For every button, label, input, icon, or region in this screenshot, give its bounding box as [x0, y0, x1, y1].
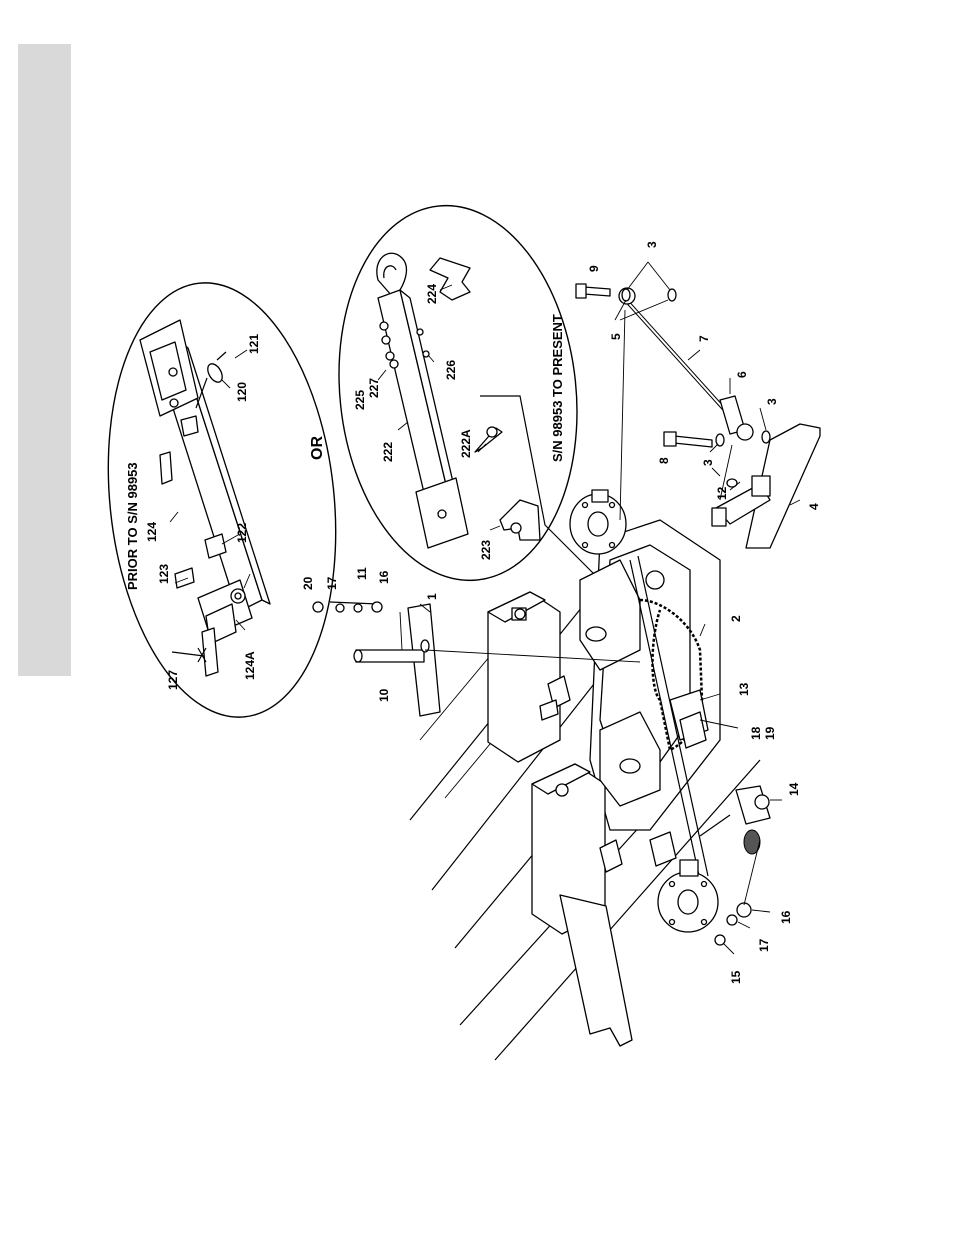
label-3-mid: 3 — [765, 398, 779, 405]
label-8: 8 — [657, 457, 671, 464]
label-124: 124 — [145, 522, 159, 542]
or-text: OR — [309, 436, 326, 460]
label-5: 5 — [609, 333, 623, 340]
label-19: 19 — [763, 726, 777, 740]
prior-drawbar — [140, 320, 270, 676]
label-123: 123 — [157, 564, 171, 584]
label-15: 15 — [729, 970, 743, 984]
label-7: 7 — [697, 335, 711, 342]
label-12: 12 — [715, 486, 729, 500]
label-1: 1 — [425, 593, 439, 600]
label-227: 227 — [367, 378, 381, 398]
label-222: 222 — [381, 442, 395, 462]
label-17-top: 17 — [325, 576, 339, 590]
main-assembly — [313, 284, 820, 1060]
label-13: 13 — [737, 682, 751, 696]
label-20: 20 — [301, 576, 315, 590]
label-6: 6 — [735, 371, 749, 378]
label-224: 224 — [425, 284, 439, 304]
label-10: 10 — [377, 688, 391, 702]
label-14: 14 — [787, 782, 801, 796]
label-121: 121 — [247, 334, 261, 354]
label-222A: 222A — [459, 429, 473, 458]
label-16-bottom: 16 — [779, 910, 793, 924]
label-4: 4 — [807, 503, 821, 510]
label-122: 122 — [235, 523, 249, 543]
label-3-top: 3 — [645, 241, 659, 248]
label-124A: 124A — [243, 651, 257, 680]
label-16-top: 16 — [377, 570, 391, 584]
label-3-low: 3 — [701, 459, 715, 466]
inset-present-caption: S/N 98953 TO PRESENT — [550, 314, 565, 462]
hub-rear — [658, 860, 718, 932]
label-11: 11 — [355, 567, 369, 580]
label-18: 18 — [749, 726, 763, 740]
label-225: 225 — [353, 390, 367, 410]
label-226: 226 — [444, 360, 458, 380]
label-223: 223 — [479, 540, 493, 560]
label-120: 120 — [235, 382, 249, 402]
hub-front — [570, 490, 626, 554]
inset-prior-caption: PRIOR TO S/N 98953 — [125, 462, 140, 590]
label-17-bottom: 17 — [757, 938, 771, 952]
turnbuckle-7 — [619, 288, 753, 440]
label-9: 9 — [587, 265, 601, 272]
upright-front — [488, 592, 560, 762]
label-2: 2 — [729, 615, 743, 622]
label-127: 127 — [166, 670, 180, 690]
present-drawbar — [377, 253, 540, 548]
inset-prior-sn: PRIOR TO S/N 98953 121 120 122 124 123 1… — [88, 271, 356, 728]
